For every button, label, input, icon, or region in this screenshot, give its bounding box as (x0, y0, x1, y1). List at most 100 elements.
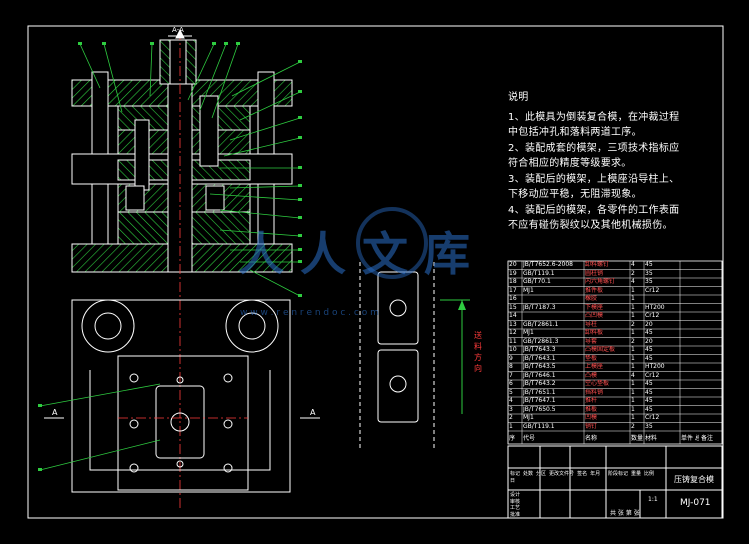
bom-cell: 19 (509, 269, 517, 277)
bom-cell: GB/T119.1 (523, 422, 555, 430)
title-block-role: 设计 (510, 492, 521, 498)
bom-cell: JB/T7643.2 (523, 380, 556, 387)
bom-cell: 下模座 (585, 303, 604, 311)
bom-cell: Cr12 (645, 286, 660, 294)
bom-cell: 5 (509, 388, 513, 396)
bom-cell: 20 (645, 337, 653, 345)
title-block-label: 更改文件号 (549, 471, 575, 477)
bom-cell: 4 (509, 397, 513, 404)
bom-cell: JB/T7650.5 (523, 405, 556, 413)
scale-value: 1:1 (648, 496, 658, 503)
strip-layout (359, 262, 470, 448)
bom-cell: GB/T2861.1 (523, 320, 559, 328)
bom-cell: JB/T7647.1 (523, 397, 556, 404)
section-markers (44, 28, 466, 419)
bom-cell: 1 (631, 397, 635, 404)
bom-cell: 导套 (585, 337, 598, 345)
plan-leader-dots (38, 404, 42, 471)
bom-cell: 1 (631, 414, 635, 421)
bom-cell: 挡料销 (585, 388, 604, 396)
bom-cell: Cr12 (645, 312, 660, 319)
leader-lines (79, 43, 301, 297)
bom-cell: 18 (509, 278, 517, 285)
feed-direction-label: 送料方向 (474, 331, 482, 373)
bom-cell: 卸料板 (585, 329, 604, 336)
bom-header-cell: 名称 (585, 435, 598, 442)
bom-cell: 35 (645, 278, 653, 285)
bom-cell: 45 (645, 388, 653, 396)
bom-cell: 2 (631, 269, 635, 277)
bom-cell: 14 (509, 312, 517, 319)
bom-cell: GB/T119.1 (523, 269, 555, 277)
bom-cell: 11 (509, 337, 517, 345)
bom-cell: JB/T7646.1 (523, 371, 556, 379)
bom-cell: Cr12 (645, 414, 660, 421)
bom-cell: 1 (631, 312, 635, 319)
bom-cell: JB/T7652.6-2008 (523, 261, 574, 268)
bom-cell: 橡胶 (585, 295, 598, 302)
bom-cell: 凸模固定板 (585, 346, 616, 353)
bom-cell: JB/T7643.5 (523, 363, 556, 370)
bom-cell: 推板 (585, 405, 598, 413)
note-item: 4、装配后的模架，各零件的工作表面不应有碰伤裂纹以及其他机械损伤。 (508, 204, 680, 232)
title-block-label: 阶段标记 (608, 471, 629, 477)
bom-header-cell: 代号 (523, 435, 536, 442)
bom-cell: 4 (631, 278, 635, 285)
bom-cell: 45 (645, 346, 653, 353)
bom-cell: 16 (509, 295, 517, 302)
bom-cell: 45 (645, 405, 653, 413)
bom-cell: 45 (645, 261, 653, 268)
bom-cell: 10 (509, 346, 517, 353)
bom-cell: 1 (631, 363, 635, 370)
bom-cell: 20 (645, 320, 653, 328)
bom-header-cell: 单件 总计 (681, 435, 699, 442)
bom-cell: 卸料螺钉 (585, 261, 610, 268)
bom-cell: JB/T7651.1 (523, 388, 556, 396)
section-label-top: A-A (172, 26, 184, 34)
sheet-info: 共 张 第 张 (610, 510, 640, 517)
bom-cell: 销钉 (585, 422, 598, 430)
bom-cell: 45 (645, 397, 653, 404)
note-item: 3、装配后的模架，上模座沿导柱上、下移动应平稳，无阻滞现象。 (508, 173, 680, 201)
bom-cell: 垫板 (585, 354, 598, 362)
notes-block: 说明 1、此模具为倒装复合模，在冲裁过程中包括冲孔和落料两道工序。 2、装配成套… (508, 90, 688, 234)
note-item: 1、此模具为倒装复合模，在冲裁过程中包括冲孔和落料两道工序。 (508, 111, 680, 139)
bom-cell: Cr12 (645, 371, 660, 379)
bom-cell: 7 (509, 371, 513, 379)
bom-cell: 1 (631, 303, 635, 311)
plan-view (71, 299, 291, 493)
section-label-right: A (310, 408, 316, 417)
bom-cell: 4 (631, 371, 635, 379)
title-block-role-labels: 设计审核工艺批准 (510, 492, 540, 518)
bom-cell: 1 (509, 422, 513, 430)
title-block-mid-labels: 阶段标记重量比例 (608, 470, 666, 477)
title-block-label: 签名 (577, 471, 588, 477)
bom-cell: 1 (631, 380, 635, 387)
bom-cell: 2 (631, 337, 635, 345)
bom-cell: 17 (509, 286, 517, 294)
bom-cell: 35 (645, 422, 653, 430)
plan-leaders (39, 383, 161, 471)
bom-cell: 1 (631, 346, 635, 353)
bom-cell: MJ1 (523, 329, 534, 336)
bom-cell: 4 (631, 261, 635, 268)
title-block-label: 重量 (631, 471, 642, 477)
bom-cell: JB/T7643.1 (523, 354, 556, 362)
title-block-label: 分区 (536, 471, 547, 477)
bom-table (507, 260, 723, 445)
bom-cell: 2 (631, 320, 635, 328)
bom-cell: 45 (645, 354, 653, 362)
title-block-label: 标记 (510, 471, 521, 477)
bom-cell: 凸模 (585, 371, 598, 379)
bom-cell: 1 (631, 354, 635, 362)
bom-cell: 空心垫板 (585, 380, 610, 387)
bom-cell: 35 (645, 269, 653, 277)
bom-header-cell: 数量 (631, 435, 643, 442)
bom-cell: HT200 (645, 363, 665, 370)
bom-cell: 15 (509, 303, 517, 311)
bom-cell: 推杆 (585, 397, 598, 404)
bom-cell: 1 (631, 329, 635, 336)
bom-cell: GB/T2861.3 (523, 337, 559, 345)
